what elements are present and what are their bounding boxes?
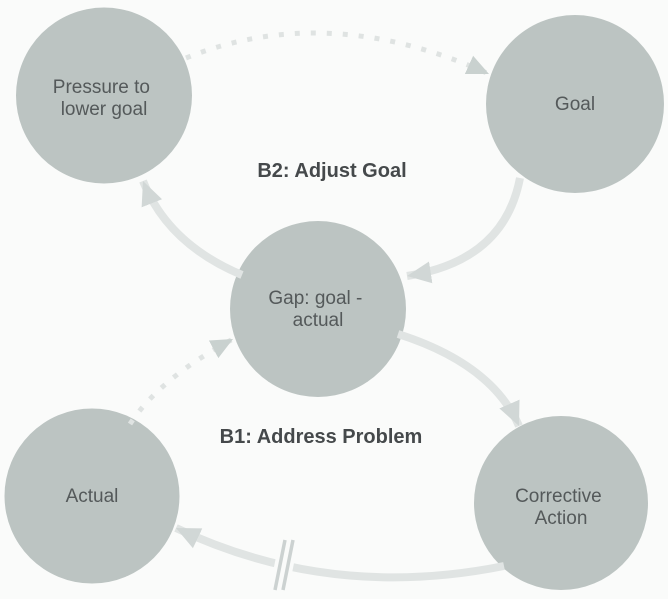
delay-mark-slashes	[273, 539, 295, 591]
node-goal: Goal	[486, 15, 664, 193]
node-actual: Actual	[4, 408, 180, 584]
node-label-pressure-to-lower-goal: Pressure to lower goal	[53, 77, 155, 120]
node-label-gap-goal-actual: Gap: goal - actual	[268, 288, 367, 331]
delay-mark	[269, 538, 299, 592]
node-circle-goal	[486, 15, 664, 193]
loop-b2-arrows	[139, 30, 524, 284]
node-label-actual: Actual	[66, 486, 119, 507]
arrow-goal-to-gap	[406, 177, 524, 284]
arrow-gap-to-pressure	[139, 179, 244, 279]
loop-label-b2: B2: Adjust Goal	[257, 160, 406, 182]
node-circle-pressure-to-lower-goal	[16, 7, 192, 184]
node-label-corrective-action: Corrective Action	[515, 486, 607, 529]
node-label-goal: Goal	[555, 94, 595, 115]
arrow-corrective-action-to-actual	[174, 524, 505, 582]
node-gap-goal-actual: Gap: goal - actual	[230, 221, 406, 397]
node-circle-gap-goal-actual	[230, 221, 406, 397]
node-pressure-to-lower-goal: Pressure to lower goal	[16, 7, 192, 184]
node-corrective-action: Corrective Action	[474, 416, 648, 590]
loop-b1-arrows	[127, 330, 523, 592]
loop-label-b1: B1: Address Problem	[220, 426, 423, 448]
node-circle-actual	[4, 408, 180, 584]
node-circle-corrective-action	[474, 416, 648, 590]
arrow-gap-to-corrective-action	[396, 330, 523, 428]
